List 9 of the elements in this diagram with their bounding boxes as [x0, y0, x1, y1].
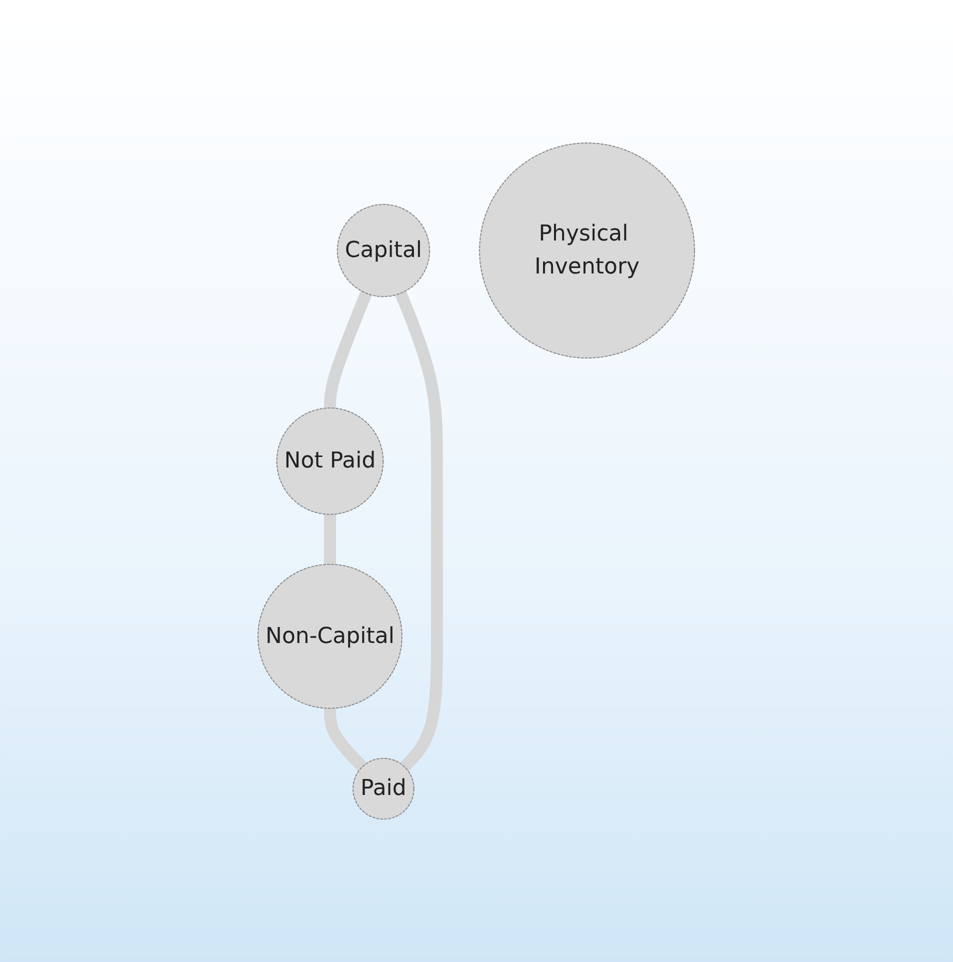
node-circle: Not Paid	[276, 407, 384, 515]
node-circle: Physical Inventory	[479, 142, 696, 358]
connector	[324, 512, 336, 566]
connector	[324, 706, 367, 771]
node-circle: Non-Capital	[258, 564, 403, 709]
node-circle: Capital	[337, 204, 430, 297]
node-circle: Paid	[352, 758, 415, 820]
connector	[395, 290, 444, 771]
connector	[324, 290, 372, 410]
